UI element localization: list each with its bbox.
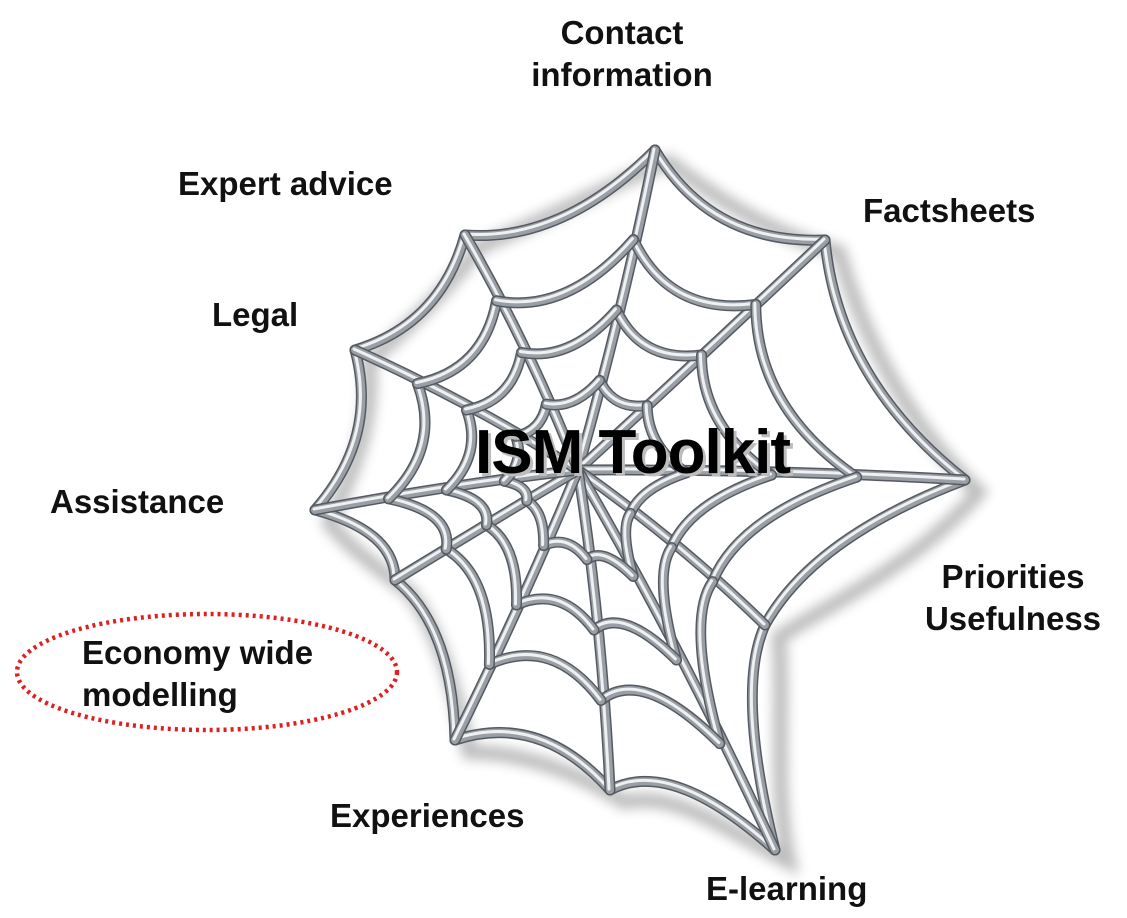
web-ring-strand <box>414 298 498 385</box>
label-priorities-usefulness: Priorities Usefulness <box>898 556 1127 640</box>
web-ring-strand <box>386 381 426 500</box>
web-frame-strand <box>352 232 466 351</box>
label-contact-line1: Contact <box>560 14 684 51</box>
web-ring-strand <box>514 596 595 631</box>
web-frame-strand <box>607 778 776 851</box>
web-ring-strand <box>644 403 687 474</box>
web-frame-strand <box>822 237 966 481</box>
web-ring-strand <box>710 474 858 583</box>
web-ring-strand <box>512 594 598 634</box>
web-ring-strand <box>753 301 858 478</box>
web-frame-strand <box>392 577 456 741</box>
web-ring-strand <box>660 545 677 661</box>
label-e-learning: E-learning <box>706 870 868 907</box>
label-contact-line2: information <box>531 56 713 93</box>
web-ring-strand <box>494 237 634 304</box>
web-frame-strand <box>452 730 611 791</box>
web-ring-strand <box>696 577 724 748</box>
web-ring-strand <box>629 235 760 310</box>
economy-highlight-ellipse <box>14 611 400 733</box>
label-economy-wide-modelling: Economy wide modelling <box>82 632 313 716</box>
web-ring-strand <box>612 306 706 360</box>
web-frame-strand <box>459 144 661 242</box>
web-frame-strand <box>312 507 396 581</box>
web-ring-strand <box>519 307 617 355</box>
label-priorities-line1: Priorities <box>941 558 1085 595</box>
web-ring-strand <box>492 235 638 307</box>
web-ring-strand <box>444 407 473 491</box>
web-ring-strand <box>462 348 526 414</box>
web-ring-strand <box>698 579 721 745</box>
web-frame-strand <box>462 147 656 237</box>
web-frame-strand <box>312 347 362 511</box>
web-ring-strand <box>699 352 772 476</box>
web-ring-strand <box>591 620 677 661</box>
web-ring-strand <box>484 522 518 606</box>
web-frame-strand <box>762 477 966 626</box>
label-contact-information: Contact information <box>502 12 742 96</box>
web-ring-strand <box>443 546 491 665</box>
label-priorities-line2: Usefulness <box>924 600 1102 637</box>
web-frame-strand <box>652 147 826 241</box>
web-ring-strand <box>627 470 687 514</box>
web-frame-strand <box>749 622 776 851</box>
web-ring-strand <box>486 653 602 701</box>
web-ring-strand <box>386 496 448 550</box>
web-ring-strand <box>384 379 429 503</box>
label-factsheets: Factsheets <box>863 192 1036 229</box>
web-ring-strand <box>614 307 702 357</box>
label-legal: Legal <box>212 296 299 333</box>
web-shadow <box>320 154 989 876</box>
label-economy-line1: Economy wide <box>82 634 314 671</box>
center-title: ISM Toolkit <box>475 418 791 487</box>
label-economy-line2: modelling <box>82 676 238 713</box>
web-ring-strand <box>669 472 772 548</box>
web-ring-strand <box>543 377 601 406</box>
web-ring-strand <box>464 350 522 411</box>
web-ring-strand <box>630 237 757 307</box>
label-assistance: Assistance <box>50 483 225 520</box>
web-ring-strand <box>598 687 721 745</box>
label-experiences: Experiences <box>330 797 525 834</box>
label-expert-advice: Expert advice <box>178 165 393 202</box>
